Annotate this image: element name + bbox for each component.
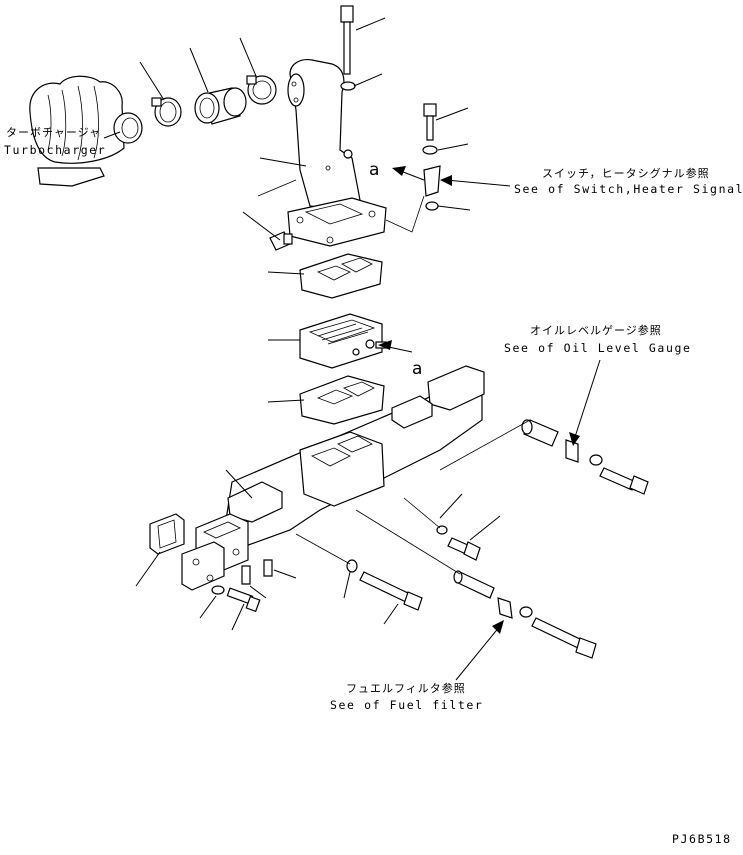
- intake-hose: [194, 87, 247, 125]
- hose-clamp-1: [151, 97, 182, 127]
- washer-lower: [346, 559, 358, 573]
- short-bolt: [423, 103, 437, 141]
- bracket: [423, 165, 441, 197]
- drawing-code: PJ6B518: [672, 832, 732, 846]
- switch-heater-label-en: See of Switch,Heater Signal: [514, 182, 743, 196]
- cover-gasket: [149, 513, 185, 555]
- fuel-filter-label-jp: フュエルフィルタ参照: [346, 681, 466, 695]
- gasket-lower: [299, 375, 385, 425]
- fitting-1: [241, 565, 251, 585]
- switch-heater-label-jp: スイッチ，ヒータシグナル参照: [542, 166, 710, 180]
- fuel-clip: [497, 597, 513, 619]
- fuel-filter-label-en: See of Fuel filter: [330, 698, 483, 712]
- washer-fuel: [519, 606, 533, 618]
- fuel-tube: [453, 570, 495, 599]
- turbocharger: [29, 75, 143, 187]
- view-marker-a-top: a: [369, 160, 379, 180]
- gasket-upper: [299, 253, 383, 299]
- turbocharger-label-jp: ターボチャージャ: [6, 126, 101, 139]
- cover-plate: [181, 541, 225, 591]
- view-marker-a-mid: a: [412, 359, 422, 379]
- gauge-clip: [565, 439, 579, 463]
- long-bolt-fuel: [531, 617, 597, 659]
- oil-level-label-jp: オイルレベルゲージ参照: [530, 323, 662, 337]
- washer-3: [425, 201, 439, 211]
- intake-elbow: [287, 59, 387, 247]
- long-stud: [359, 571, 423, 611]
- bolt-right-1: [599, 467, 649, 495]
- hose-clamp-2: [246, 75, 277, 105]
- washer-2: [422, 145, 438, 155]
- bolt-left: [226, 587, 261, 613]
- oil-gauge-tube: [521, 419, 559, 447]
- leader-lines: [103, 17, 601, 681]
- bolt-mid: [447, 537, 481, 561]
- turbocharger-label-en: Turbocharger: [4, 143, 106, 157]
- washer: [340, 81, 356, 91]
- oil-level-label-en: See of Oil Level Gauge: [504, 341, 692, 355]
- fitting-2: [263, 559, 273, 577]
- intake-heater: [299, 313, 387, 369]
- long-bolt: [340, 5, 354, 75]
- washer-right: [589, 454, 603, 466]
- washer-left: [211, 585, 225, 595]
